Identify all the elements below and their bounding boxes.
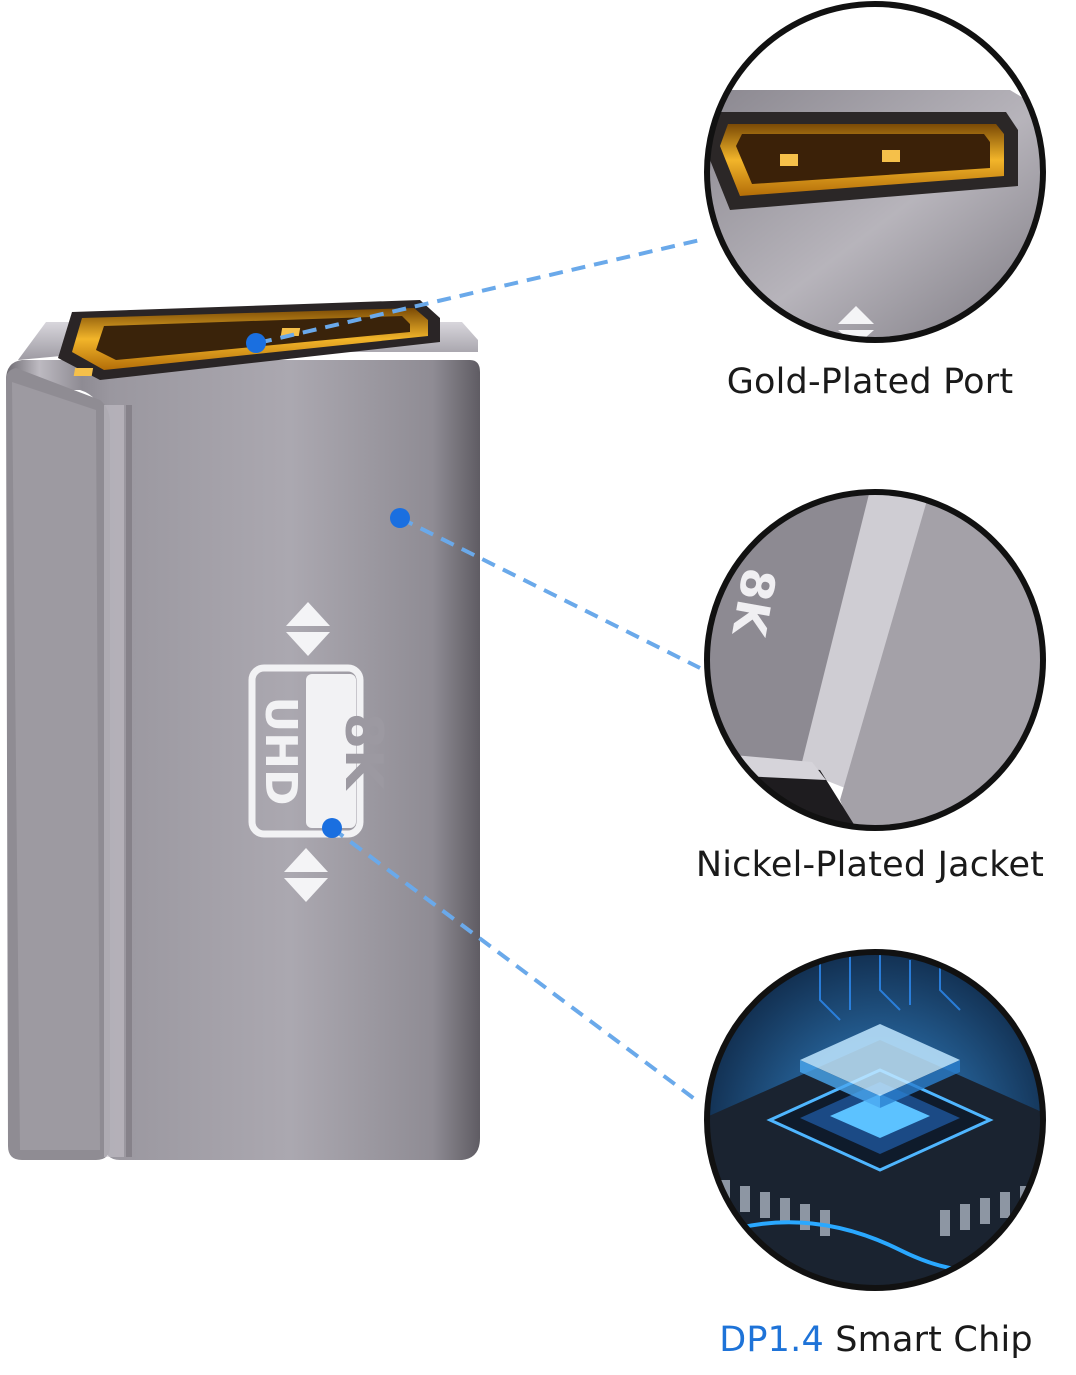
callout-lines bbox=[257, 238, 701, 1102]
caption-chip-text: Smart Chip bbox=[823, 1320, 1033, 1360]
callout-dot-jacket bbox=[390, 508, 410, 528]
up-down-arrow-icon bbox=[284, 848, 328, 902]
callout-line-chip bbox=[330, 826, 698, 1102]
zoom-circle-chip bbox=[704, 949, 1046, 1291]
zoom-circle-jacket: 8K bbox=[704, 489, 1046, 831]
caption-smart-chip: DP1.4 Smart Chip bbox=[676, 1320, 1076, 1360]
caption-gold-plated-port: Gold-Plated Port bbox=[650, 362, 1076, 402]
up-down-arrow-icon bbox=[286, 602, 330, 656]
badge-uhd-text: UHD bbox=[255, 696, 306, 805]
callout-line-port bbox=[257, 238, 701, 345]
caption-nickel-plated-jacket: Nickel-Plated Jacket bbox=[660, 845, 1076, 885]
caption-jacket-text: Nickel-Plated Jacket bbox=[695, 845, 1045, 885]
badge-8k-text: 8K bbox=[333, 713, 393, 791]
caption-port-text: Gold-Plated Port bbox=[726, 362, 1014, 402]
adapter-body: 8K UHD bbox=[6, 300, 480, 1160]
caption-chip-accent: DP1.4 bbox=[719, 1320, 824, 1360]
zoom-circle-port bbox=[704, 1, 1046, 343]
badge-8k-uhd: 8K UHD bbox=[248, 664, 393, 838]
callout-dot-chip bbox=[322, 818, 342, 838]
callout-dot-port bbox=[246, 333, 266, 353]
callout-line-jacket bbox=[399, 516, 701, 670]
